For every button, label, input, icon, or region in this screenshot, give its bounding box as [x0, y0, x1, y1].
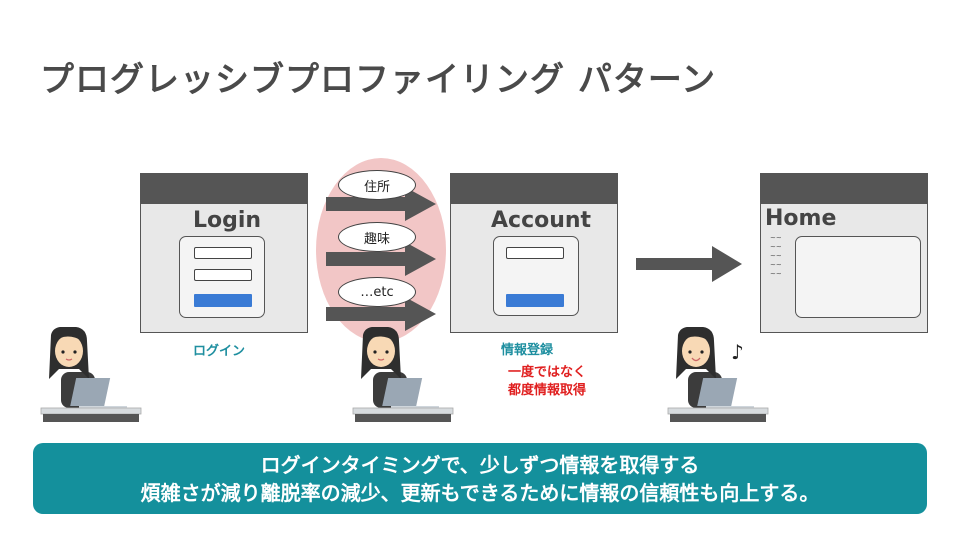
login-caption: ログイン: [193, 344, 246, 359]
person-at-laptop-icon: [40, 327, 142, 422]
home-list-item: ~~: [770, 261, 782, 269]
banner-line-1: ログインタイミングで、少しずつ情報を取得する: [260, 453, 700, 477]
home-window: Home ~~ ~~ ~~ ~~ ~~: [760, 173, 928, 333]
banner-line-2: 煩雑さが減り離脱率の減少、更新もできるために情報の信頼性も向上する。: [140, 481, 820, 505]
home-content-panel: [795, 236, 921, 318]
account-window-title: Account: [491, 208, 592, 233]
login-window-title: Login: [193, 208, 262, 233]
home-list-item: ~~: [770, 252, 782, 260]
login-submit-button[interactable]: [194, 294, 252, 307]
page-title: プログレッシブプロファイリング パターン: [40, 60, 717, 100]
music-note-icon: ♪: [731, 340, 744, 364]
home-list-item: ~~: [770, 243, 782, 251]
account-window: Account: [450, 173, 618, 333]
window-titlebar: [451, 174, 617, 204]
account-field[interactable]: [506, 247, 564, 259]
home-list: ~~ ~~ ~~ ~~ ~~: [770, 234, 782, 279]
person-at-laptop-icon: [667, 327, 769, 422]
bubble-etc: …etc: [338, 277, 416, 307]
login-field-2[interactable]: [194, 269, 252, 281]
login-form: [179, 236, 265, 318]
login-window: Login: [140, 173, 308, 333]
account-form: [493, 236, 579, 316]
account-note: 一度ではなく 都度情報取得: [492, 364, 602, 400]
window-titlebar: [141, 174, 307, 204]
account-caption: 情報登録: [501, 343, 554, 358]
summary-banner: ログインタイミングで、少しずつ情報を取得する 煩雑さが減り離脱率の減少、更新もで…: [33, 443, 927, 514]
home-list-item: ~~: [770, 234, 782, 242]
bubble-address: 住所: [338, 170, 416, 200]
bubble-hobby: 趣味: [338, 222, 416, 252]
account-note-line1: 一度ではなく: [507, 365, 586, 380]
login-field-1[interactable]: [194, 247, 252, 259]
home-list-item: ~~: [770, 270, 782, 278]
person-at-laptop-icon: [352, 327, 454, 422]
account-submit-button[interactable]: [506, 294, 564, 307]
account-note-line2: 都度情報取得: [507, 383, 586, 398]
window-titlebar: [761, 174, 927, 204]
home-window-title: Home: [765, 206, 837, 231]
